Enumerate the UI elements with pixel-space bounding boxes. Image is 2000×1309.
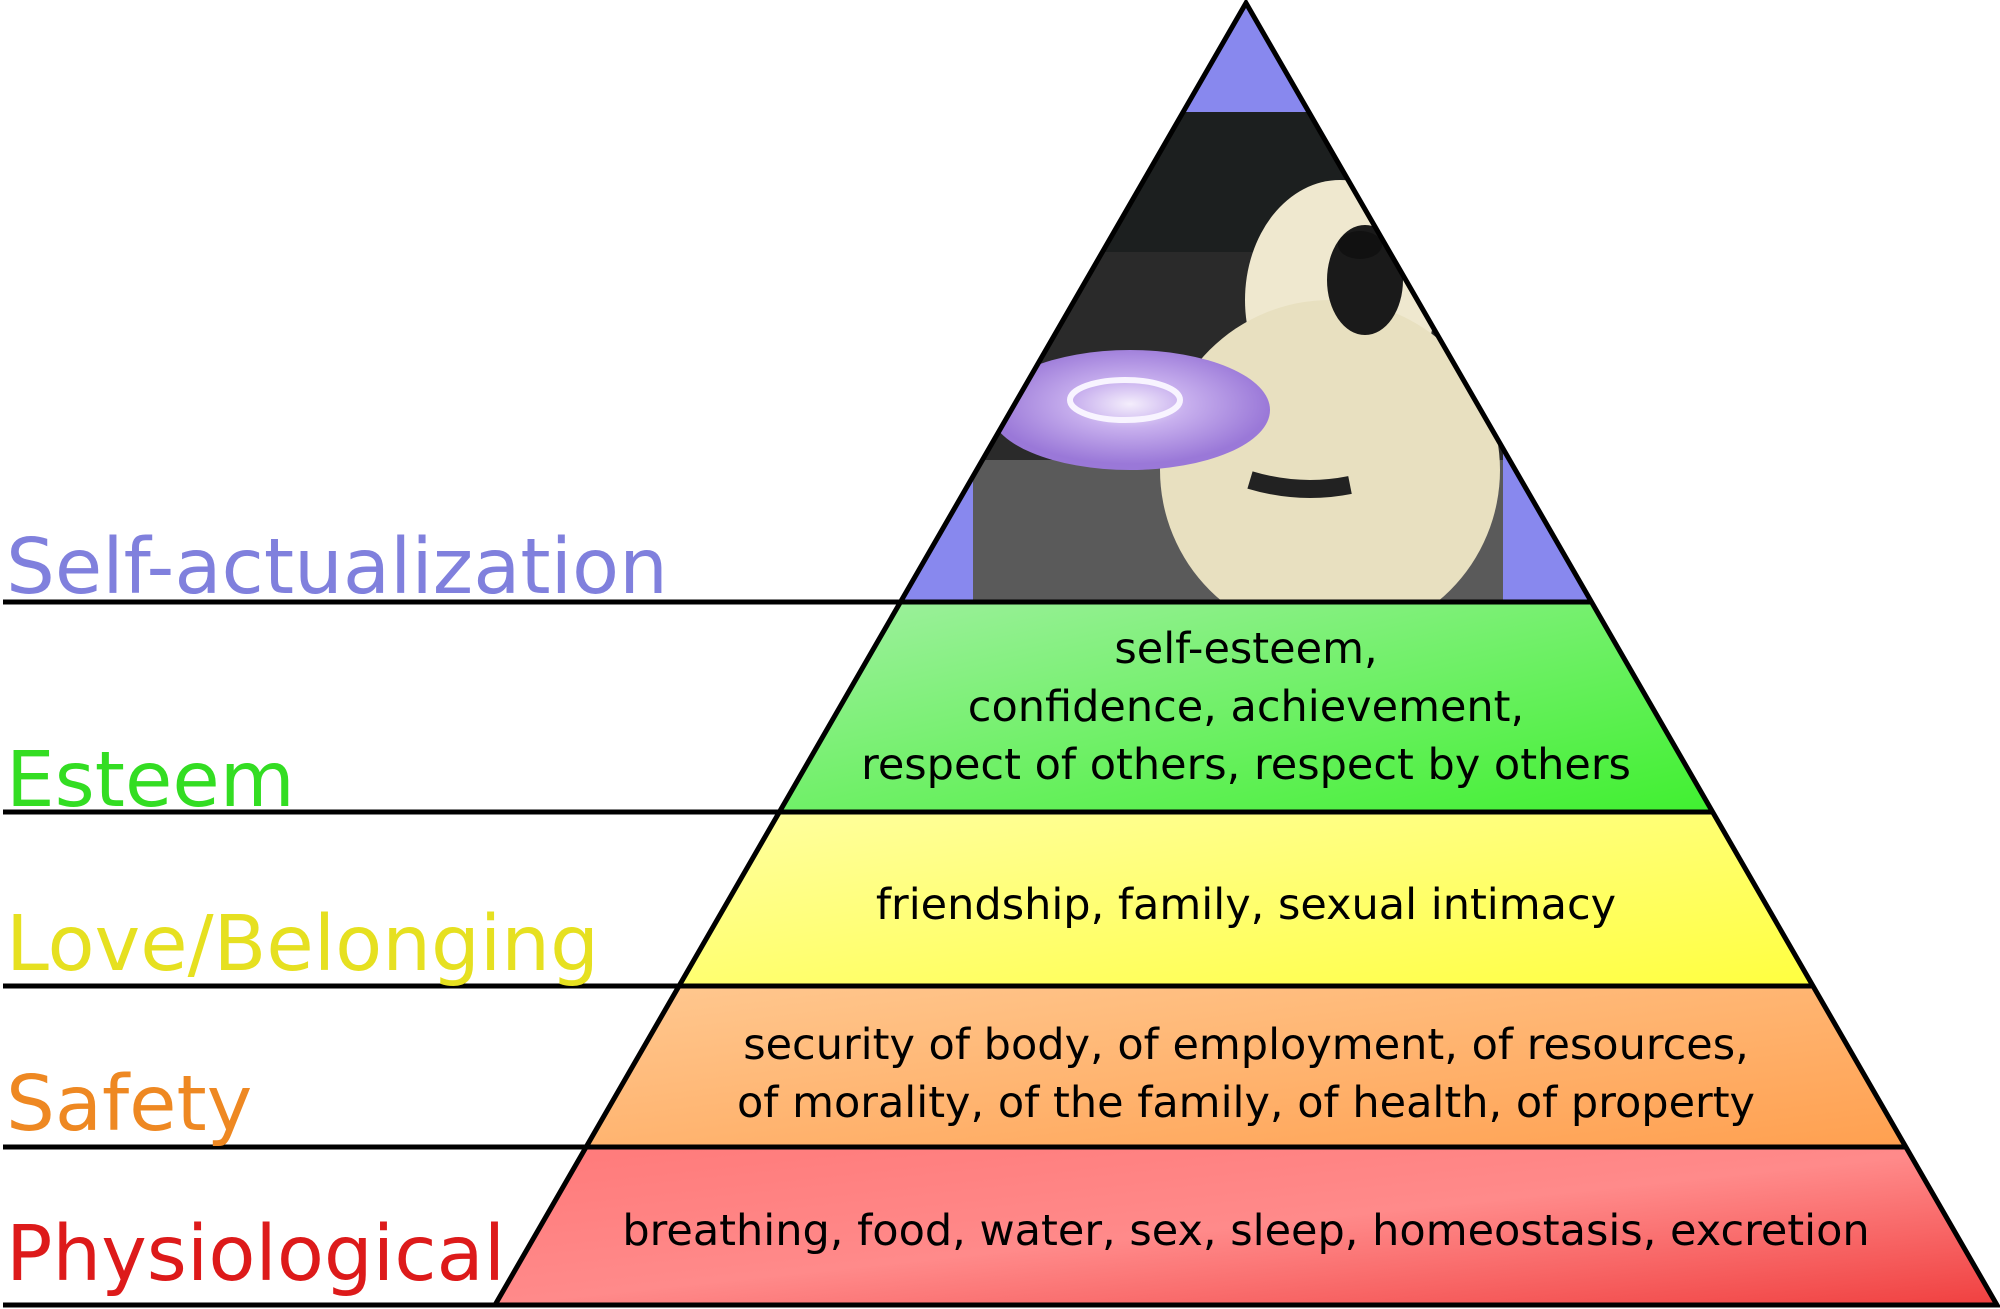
label-safety: Safety (6, 1060, 252, 1149)
esteem-tier (779, 602, 1713, 812)
pyramid-outline (3, 0, 2000, 1308)
self-actualization-tier (900, 3, 1592, 602)
physiological-description-line: breathing, food, water, sex, sleep, home… (622, 1206, 1869, 1256)
dog-frisbee-photo (973, 112, 1503, 602)
label-esteem: Esteem (6, 736, 295, 825)
physiological-tier (495, 1147, 1997, 1305)
love-description-line: friendship, family, sexual intimacy (876, 880, 1616, 930)
label-self-actualization: Self-actualization (6, 523, 668, 612)
label-love-belonging: Love/Belonging (6, 900, 599, 989)
esteem-description-line: respect of others, respect by others (861, 740, 1631, 790)
esteem-description-line: self-esteem, (1114, 624, 1377, 674)
safety-description-line: security of body, of employment, of reso… (743, 1020, 1749, 1070)
label-physiological: Physiological (6, 1210, 505, 1299)
love-belonging-tier (679, 812, 1813, 986)
safety-description-line: of morality, of the family, of health, o… (737, 1078, 1755, 1128)
safety-tier (586, 986, 1906, 1147)
esteem-description-line: confidence, achievement, (968, 682, 1524, 732)
